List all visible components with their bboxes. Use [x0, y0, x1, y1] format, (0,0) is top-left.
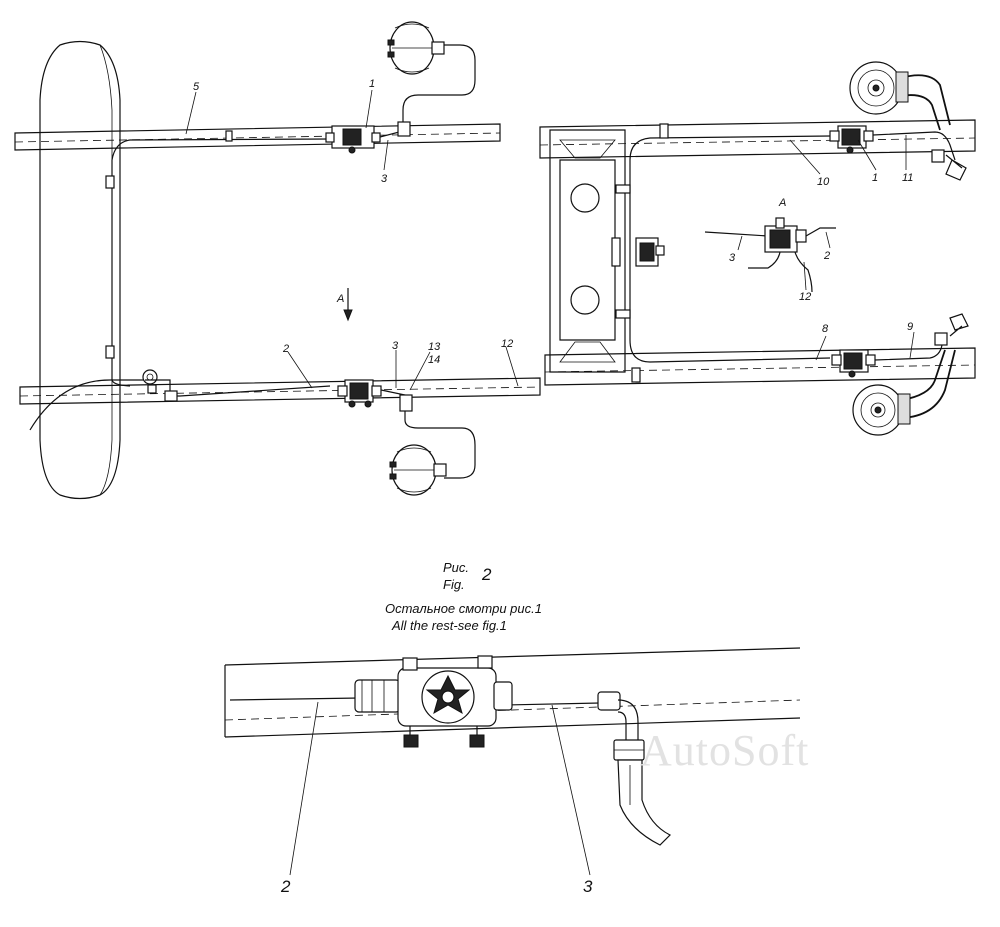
right-crossmember-gusset-bottom	[559, 341, 616, 363]
right-middle-valve	[635, 237, 665, 267]
detail-pipe-2	[229, 697, 361, 701]
callout-left-2: 2	[282, 343, 289, 355]
leader-left-1	[365, 89, 373, 129]
detail-hose	[617, 759, 672, 846]
leader-detail-2	[289, 701, 319, 876]
right-bottom-coupling	[934, 313, 969, 346]
right-crossmember-gusset-top	[559, 139, 616, 159]
leader-right-8	[815, 335, 827, 361]
callout-detail-3: 3	[583, 877, 593, 896]
callout-left-3-bottom: 3	[392, 340, 399, 352]
callout-right-10: 10	[817, 176, 830, 188]
caption-fig-en: Fig.	[443, 577, 465, 592]
right-clip-5	[631, 367, 641, 383]
inset-a	[704, 217, 836, 293]
detail-valve	[354, 655, 513, 748]
callout-right-11: 11	[902, 172, 913, 184]
detail-rail-top	[224, 647, 801, 666]
inset-callout-3: 3	[729, 252, 736, 264]
callout-left-13: 13	[428, 341, 441, 353]
leader-left-5	[185, 91, 197, 135]
right-top-pipe-11	[872, 131, 956, 161]
leader-right-1	[857, 139, 877, 171]
left-bottom-tee	[164, 390, 178, 402]
callout-right-9: 9	[907, 321, 913, 333]
detail-rail-center	[224, 699, 801, 721]
view-arrow-label: A	[336, 293, 344, 305]
callout-left-12: 12	[501, 338, 513, 350]
leader-detail-3	[551, 704, 591, 876]
callout-left-1: 1	[369, 78, 375, 90]
right-crossmember-inner	[559, 159, 616, 341]
callout-left-14: 14	[428, 354, 440, 366]
right-top-brake-chamber	[849, 61, 951, 131]
inset-callout-12: 12	[799, 291, 811, 303]
right-view: 10 1 11 8 9 A 3 2 12	[539, 61, 976, 436]
right-bottom-brake-chamber	[852, 349, 956, 436]
left-top-rail	[14, 123, 501, 151]
right-bottom-valve	[831, 349, 876, 378]
right-top-valve	[829, 125, 874, 154]
right-clip-4	[659, 123, 669, 139]
left-bottom-pipe-3	[380, 389, 476, 479]
leader-left-13	[409, 351, 431, 391]
inset-title: A	[778, 197, 786, 209]
left-bottom-rail-center	[19, 386, 541, 397]
leader-right-10	[789, 139, 821, 175]
left-view: 1 3 5 2 3 13 14 12 A	[14, 21, 541, 500]
caption-rest-ru: Остальное смотри рис.1	[385, 601, 542, 616]
callout-left-3-top: 3	[381, 173, 388, 185]
left-bottom-pressure-gauge	[142, 369, 158, 394]
left-top-valve	[325, 125, 381, 154]
callout-right-8: 8	[822, 323, 829, 335]
watermark: AutoSoft	[640, 726, 810, 775]
inset-callout-2: 2	[823, 250, 830, 262]
left-bottom-rail	[19, 377, 541, 405]
right-clip-1	[615, 184, 631, 194]
detail-elbow-fitting	[597, 691, 645, 761]
right-clip-3	[611, 237, 621, 267]
right-top-rail-center	[539, 137, 976, 146]
callout-detail-2: 2	[280, 877, 291, 896]
right-cross-pipe	[629, 135, 831, 363]
leader-right-9	[909, 331, 915, 359]
leader-left-2	[287, 351, 313, 389]
right-crossmember-hole-2	[570, 285, 600, 315]
left-top-rail-center	[14, 132, 501, 143]
left-clip-3	[225, 130, 233, 142]
right-crossmember-hole-1	[570, 183, 600, 213]
left-bottom-brake-chamber	[389, 444, 447, 496]
view-arrow-a-head	[343, 309, 353, 322]
left-top-fitting	[397, 121, 411, 137]
left-bottom-valve	[337, 379, 382, 408]
detail-view: 2 3	[224, 647, 801, 896]
left-top-brake-chamber	[387, 21, 445, 75]
left-top-pipe-3	[379, 44, 476, 138]
right-clip-2	[615, 309, 631, 319]
caption-rest-en: All the rest-see fig.1	[392, 618, 507, 633]
right-bottom-rail	[544, 347, 976, 386]
caption-fig-number: 2	[482, 565, 492, 584]
left-clip-2	[105, 345, 115, 359]
right-bottom-rail-center	[544, 364, 976, 373]
left-bottom-fitting	[399, 394, 413, 412]
left-long-pipe	[111, 138, 331, 387]
right-top-rail	[539, 119, 976, 159]
right-top-coupling	[931, 149, 967, 181]
callout-left-5: 5	[193, 81, 200, 93]
left-wheel	[39, 40, 121, 500]
right-crossmember-outer	[549, 129, 626, 373]
caption-fig-ru: Рис.	[443, 560, 470, 575]
detail-pipe-3	[504, 702, 601, 706]
detail-rail-bottom	[224, 717, 801, 738]
left-crossing-pipe	[29, 379, 145, 431]
left-clip-1	[105, 175, 115, 189]
leader-left-12	[505, 346, 519, 387]
leader-left-3-top	[383, 139, 389, 171]
left-wheel-inner	[99, 44, 113, 496]
callout-right-1: 1	[872, 172, 878, 184]
